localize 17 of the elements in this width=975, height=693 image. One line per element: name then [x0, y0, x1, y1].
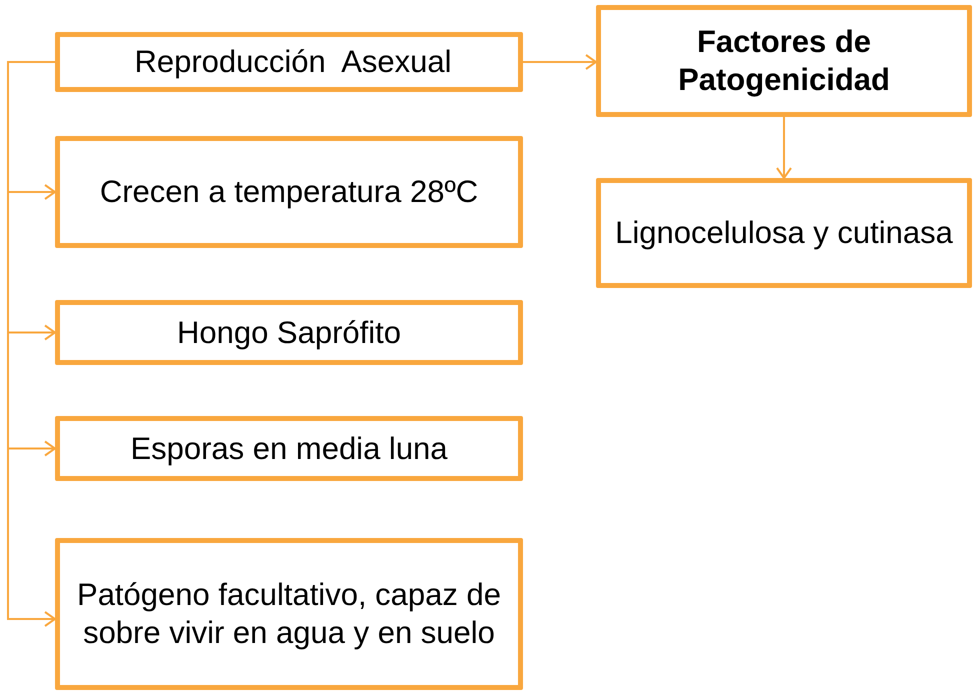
box-text: Crecen a temperatura 28ºC — [100, 173, 478, 211]
process-box — [55, 300, 523, 365]
box-text: Esporas en media luna — [130, 430, 448, 468]
box-text: Reproducción Asexual — [134, 43, 452, 81]
process-box — [596, 5, 972, 117]
box-text: Patógeno facultativo, capaz de sobre vivir en agua y en suelo — [76, 576, 502, 652]
process-box — [596, 178, 972, 288]
arrow — [523, 54, 597, 70]
process-box — [55, 136, 523, 248]
arrow — [776, 117, 792, 179]
process-box — [55, 538, 523, 690]
arrow — [7, 61, 56, 627]
box-text: Lignocelulosa y cutinasa — [615, 214, 953, 252]
box-text: Hongo Saprófito — [176, 314, 402, 352]
box-text: Factores de Patogenicidad — [677, 23, 891, 99]
process-box — [55, 32, 523, 92]
process-box — [55, 416, 523, 481]
